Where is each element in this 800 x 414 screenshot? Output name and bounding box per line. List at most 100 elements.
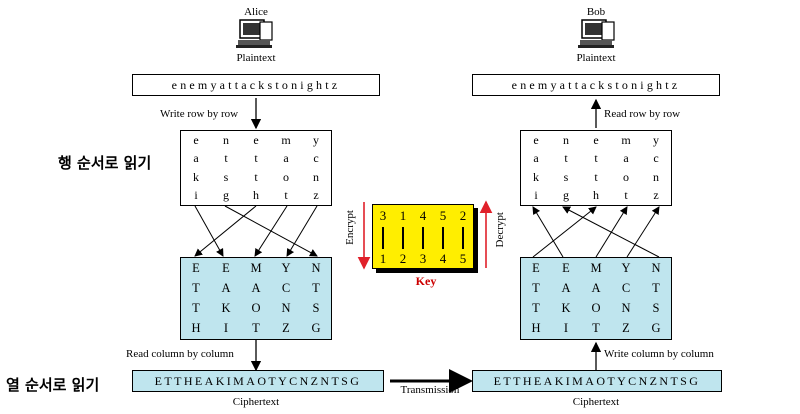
key-bottom-digit: 4 (439, 251, 447, 266)
grid-cell: T (532, 280, 540, 295)
grid-cell: N (651, 260, 661, 275)
encrypt-label: Encrypt (344, 210, 356, 245)
grid-cell: K (561, 301, 571, 316)
grid-cell: H (531, 321, 541, 336)
column-order-label: 열 순서로 읽기 (6, 376, 100, 394)
grid-cell: Y (281, 260, 291, 275)
bob-plaintext-label: Plaintext (576, 52, 616, 64)
grid-cell: S (312, 301, 320, 316)
grid-cell: T (652, 280, 660, 295)
left-permutation-lines (194, 205, 318, 257)
write-col-label: Write column by column (604, 348, 714, 360)
grid-cell: e (253, 132, 259, 147)
grid-cell: n (313, 169, 319, 184)
grid-cell: a (533, 151, 539, 166)
grid-cell: E (562, 260, 570, 275)
grid-cell: E (192, 260, 200, 275)
grid-cell: s (563, 169, 569, 184)
grid-cell: N (311, 260, 321, 275)
grid-cell: T (192, 301, 200, 316)
grid-cell: k (533, 169, 539, 184)
grid-cell: E (532, 260, 540, 275)
grid-cell: g (563, 188, 569, 203)
grid-cell: G (311, 321, 321, 336)
grid-cell: o (623, 169, 629, 184)
alice-name: Alice (244, 6, 268, 18)
decrypt-label: Decrypt (494, 212, 506, 248)
key-bottom-row: 1 2 3 4 5 (373, 251, 473, 267)
grid-cell: k (193, 169, 199, 184)
grid-cell: g (223, 188, 229, 203)
grid-cell: O (251, 301, 261, 316)
key-bars (373, 227, 473, 249)
grid-cell: A (221, 280, 231, 295)
grid-cell: e (593, 132, 599, 147)
read-row-label: Read row by row (604, 108, 681, 120)
grid-cell: n (563, 132, 569, 147)
grid-cell: h (253, 188, 259, 203)
key-bottom-digit: 2 (399, 251, 407, 266)
grid-cell: c (653, 151, 659, 166)
grid-cell: y (653, 132, 659, 147)
grid-cell: C (621, 280, 631, 295)
alice-ciphertext-strip: ETTHEAKIMAOTYCNZNTSG (132, 370, 384, 392)
alice-plaintext-label: Plaintext (236, 52, 276, 64)
key-top-digit: 2 (459, 208, 467, 223)
grid-cell: t (594, 151, 598, 166)
grid-cell: c (313, 151, 319, 166)
key-box: 3 1 4 5 2 1 2 3 4 5 (372, 204, 474, 269)
grid-cell: i (534, 188, 538, 203)
key-top-digit: 1 (399, 208, 407, 223)
alice-ciphertext-label: Ciphertext (232, 396, 280, 408)
grid-cell: Z (282, 321, 290, 336)
write-row-label: Write row by row (160, 108, 239, 120)
row-order-label: 행 순서로 읽기 (58, 154, 152, 172)
grid-cell: I (563, 321, 569, 336)
bob-plaintext-strip: enemyattackstonightz (472, 74, 720, 96)
grid-cell: A (591, 280, 601, 295)
key-bottom-digit: 3 (419, 251, 427, 266)
key-top-digit: 5 (439, 208, 447, 223)
key-bottom-digit: 1 (379, 251, 387, 266)
grid-cell: t (594, 169, 598, 184)
grid-cell: M (590, 260, 602, 275)
grid-cell: e (533, 132, 539, 147)
grid-cell: s (223, 169, 229, 184)
grid-cell: t (624, 188, 628, 203)
grid-cell: h (593, 188, 599, 203)
grid-cell: e (193, 132, 199, 147)
right-permutation-lines (532, 206, 660, 258)
grid-cell: n (653, 169, 659, 184)
key-bottom-digit: 5 (459, 251, 467, 266)
grid-cell: m (281, 132, 291, 147)
grid-cell: a (623, 151, 629, 166)
transmission-label: Transmission (400, 384, 460, 396)
key-top-row: 3 1 4 5 2 (373, 208, 473, 224)
grid-cell: Y (621, 260, 631, 275)
bob-ciphertext-strip: ETTHEAKIMAOTYCNZNTSG (472, 370, 722, 392)
grid-cell: t (224, 151, 228, 166)
grid-cell: T (252, 321, 260, 336)
key-top-digit: 3 (379, 208, 387, 223)
grid-cell: M (250, 260, 262, 275)
grid-cell: n (223, 132, 229, 147)
grid-cell: T (312, 280, 320, 295)
grid-cell: o (283, 169, 289, 184)
grid-cell: t (254, 151, 258, 166)
grid-cell: E (222, 260, 230, 275)
grid-cell: t (284, 188, 288, 203)
grid-cell: T (532, 301, 540, 316)
grid-cell: N (621, 301, 631, 316)
grid-cell: G (651, 321, 661, 336)
grid-cell: K (221, 301, 231, 316)
key-label: Key (415, 274, 437, 288)
bob-computer-icon (578, 19, 615, 48)
grid-cell: T (192, 280, 200, 295)
grid-cell: A (251, 280, 261, 295)
alice-plaintext-strip: enemyattackstonightz (132, 74, 380, 96)
grid-cell: i (194, 188, 198, 203)
